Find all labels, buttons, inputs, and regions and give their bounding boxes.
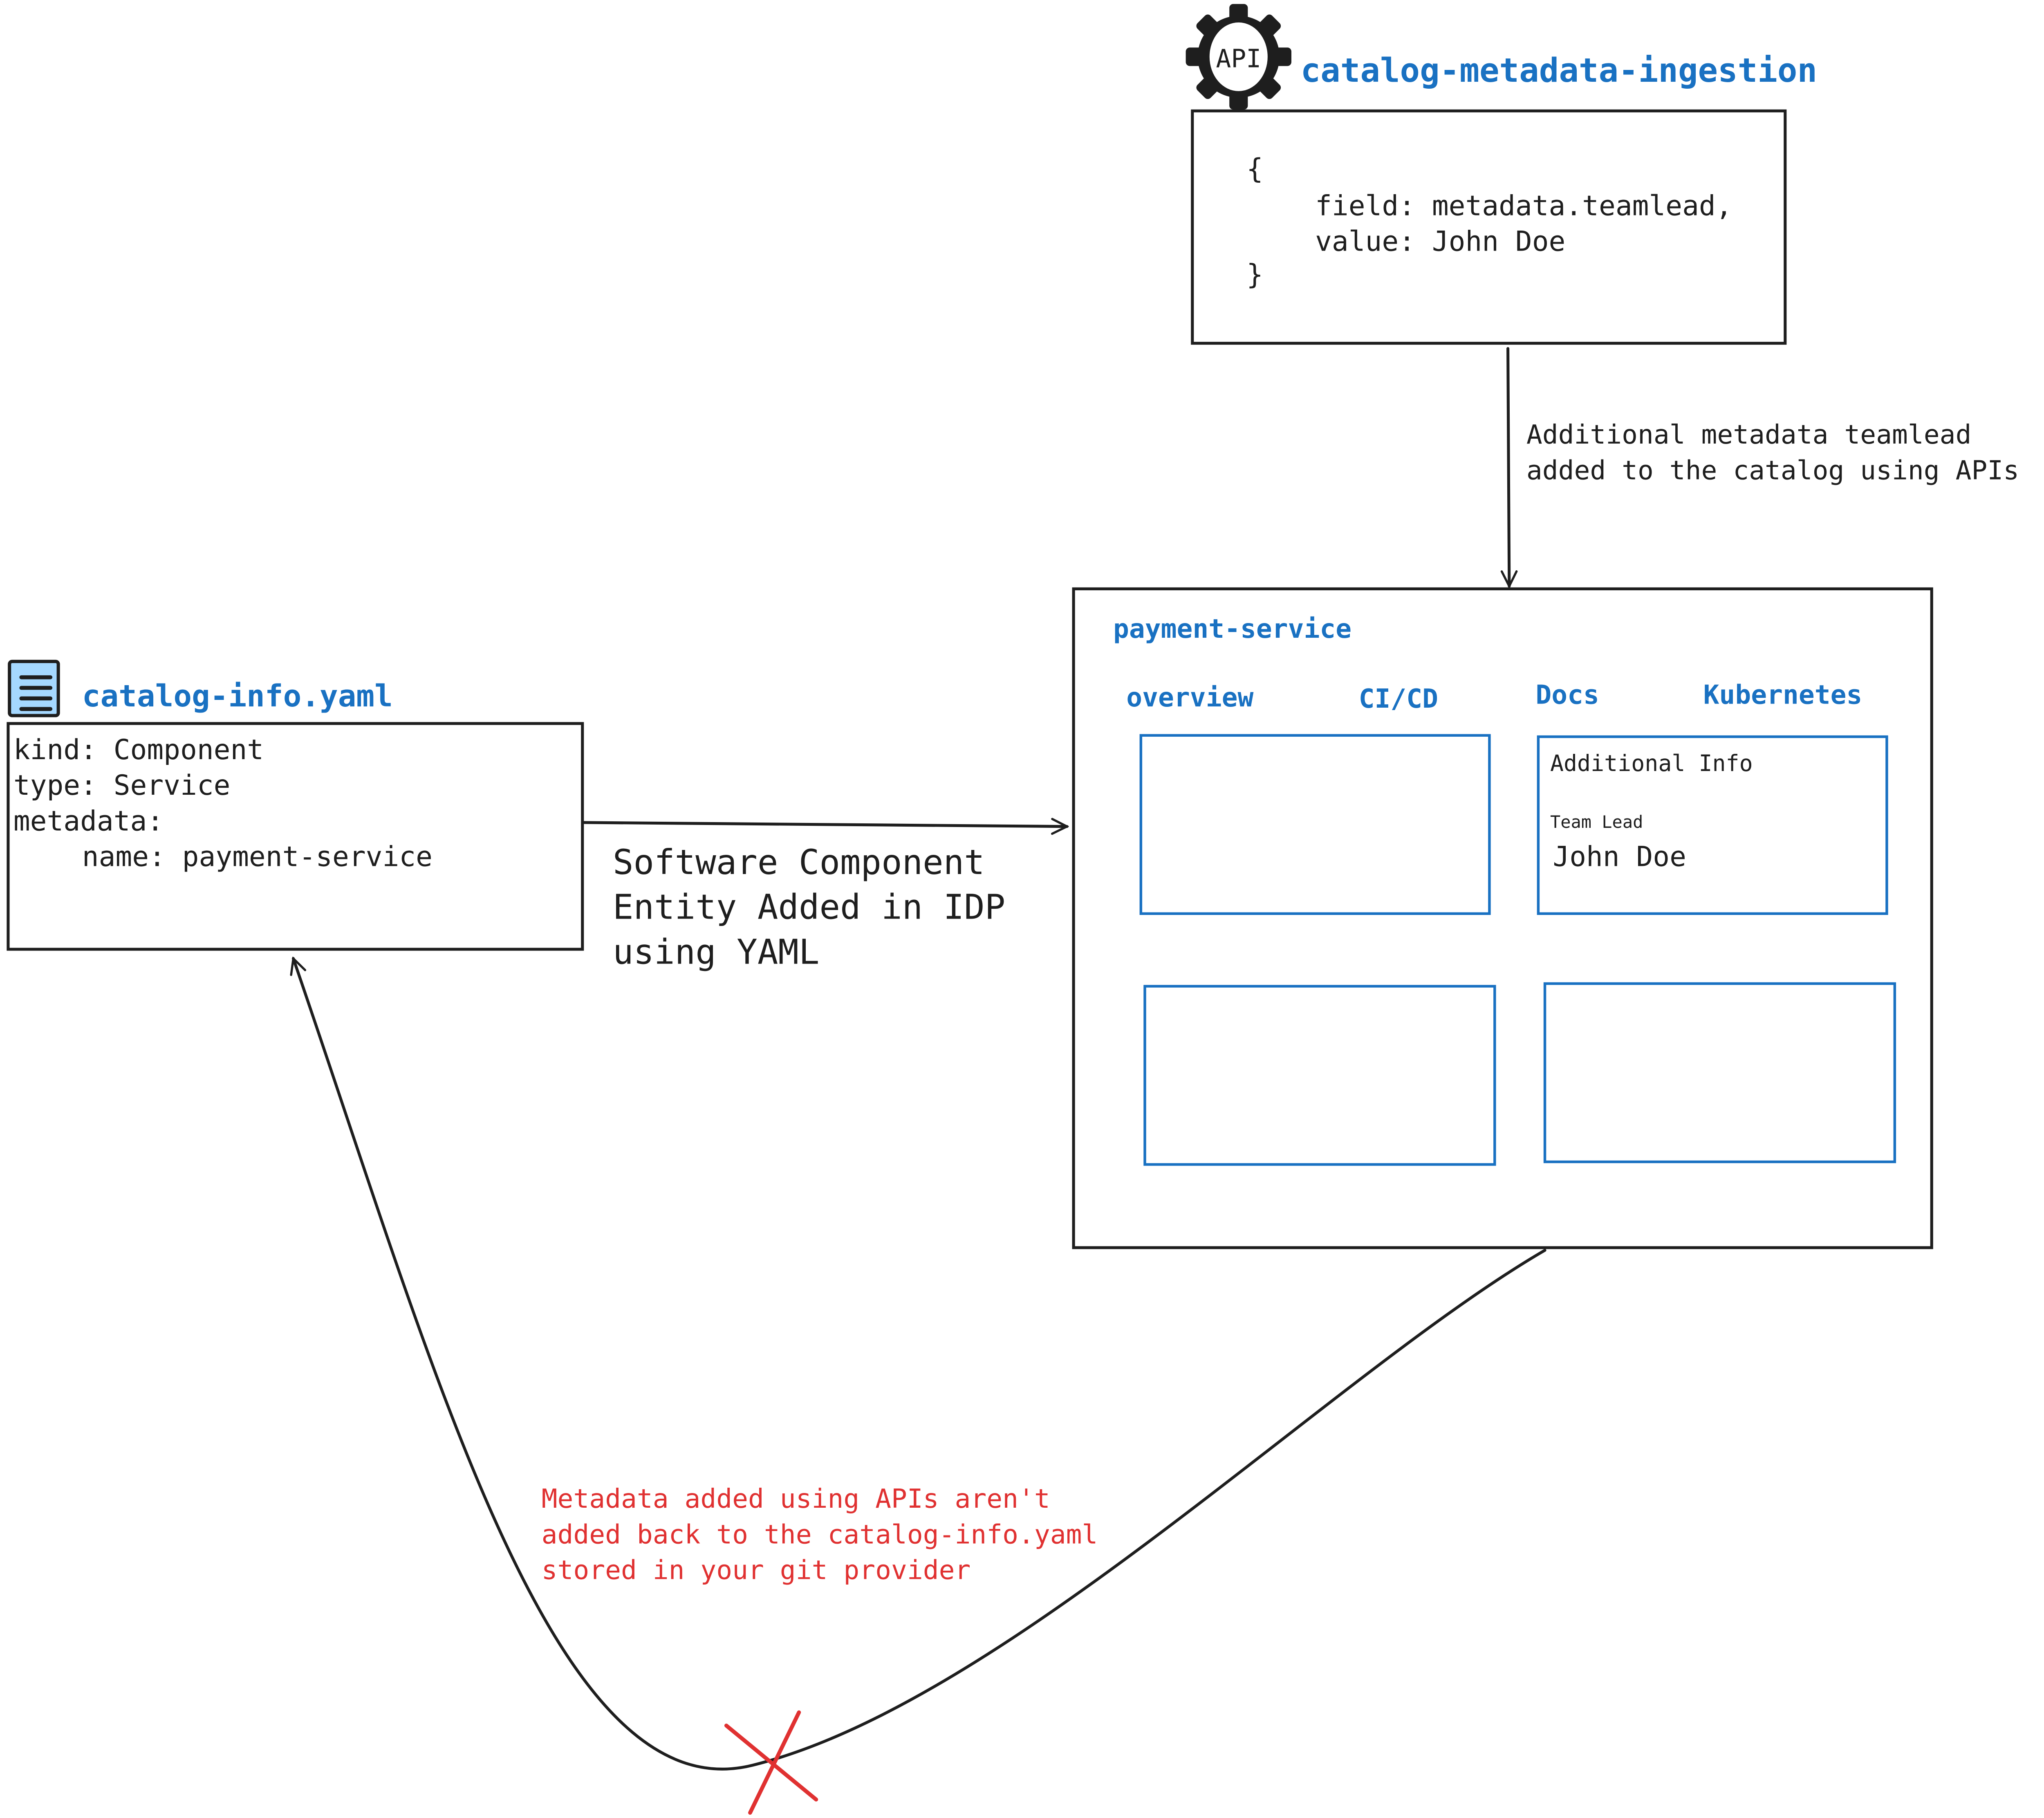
yaml-arrow-label: Entity Added in IDP [613,887,1005,927]
tab-overview[interactable]: overview [1126,682,1253,713]
blocked-x-icon [724,1710,818,1815]
team-lead-label: Team Lead [1550,812,1643,832]
yaml-arrow-label: using YAML [613,932,819,972]
service-to-yaml-curve [293,959,1546,1771]
api-icon-label: API [1216,45,1261,74]
api-gear-icon: API [1186,4,1291,110]
yaml-arrow-label: Software Component [613,842,985,882]
yaml-line: type: Service [13,769,231,801]
yaml-line: metadata: [13,805,164,837]
info-card-title: Additional Info [1550,750,1753,776]
sync-note: stored in your git provider [542,1555,971,1585]
document-icon [8,659,60,717]
additional-info-card: Additional Info Team Lead John Doe [1537,735,1888,915]
service-title: payment-service [1113,614,1351,644]
api-arrow-label: Additional metadata teamlead [1526,419,1972,450]
yaml-node-title: catalog-info.yaml [82,678,393,714]
code-line: { [1246,152,1263,185]
team-lead-value: John Doe [1553,841,1686,873]
api-node-title: catalog-metadata-ingestion [1301,52,1818,90]
api-to-service-arrow [1508,347,1509,586]
yaml-line: name: payment-service [82,841,433,873]
api-arrow-label: added to the catalog using APIs [1526,455,2019,486]
yaml-node[interactable]: kind: Component type: Service metadata: … [7,722,584,951]
sync-note: Metadata added using APIs aren't [542,1484,1050,1514]
panel-placeholder [1543,982,1896,1163]
code-line: field: metadata.teamlead, [1315,189,1732,222]
api-node[interactable]: { field: metadata.teamlead, value: John … [1191,109,1787,345]
tab-ci-cd[interactable]: CI/CD [1359,684,1438,714]
code-line: value: John Doe [1315,225,1565,258]
yaml-to-service-arrow [582,823,1067,827]
yaml-line: kind: Component [13,733,264,766]
panel-placeholder [1139,734,1491,915]
tab-docs[interactable]: Docs [1535,679,1599,710]
code-line: } [1246,258,1263,290]
service-node[interactable]: payment-service overview CI/CD Docs Kube… [1072,587,1933,1249]
tab-kubernetes[interactable]: Kubernetes [1703,679,1862,710]
sync-note: added back to the catalog-info.yaml [542,1519,1098,1550]
panel-placeholder [1143,985,1496,1166]
